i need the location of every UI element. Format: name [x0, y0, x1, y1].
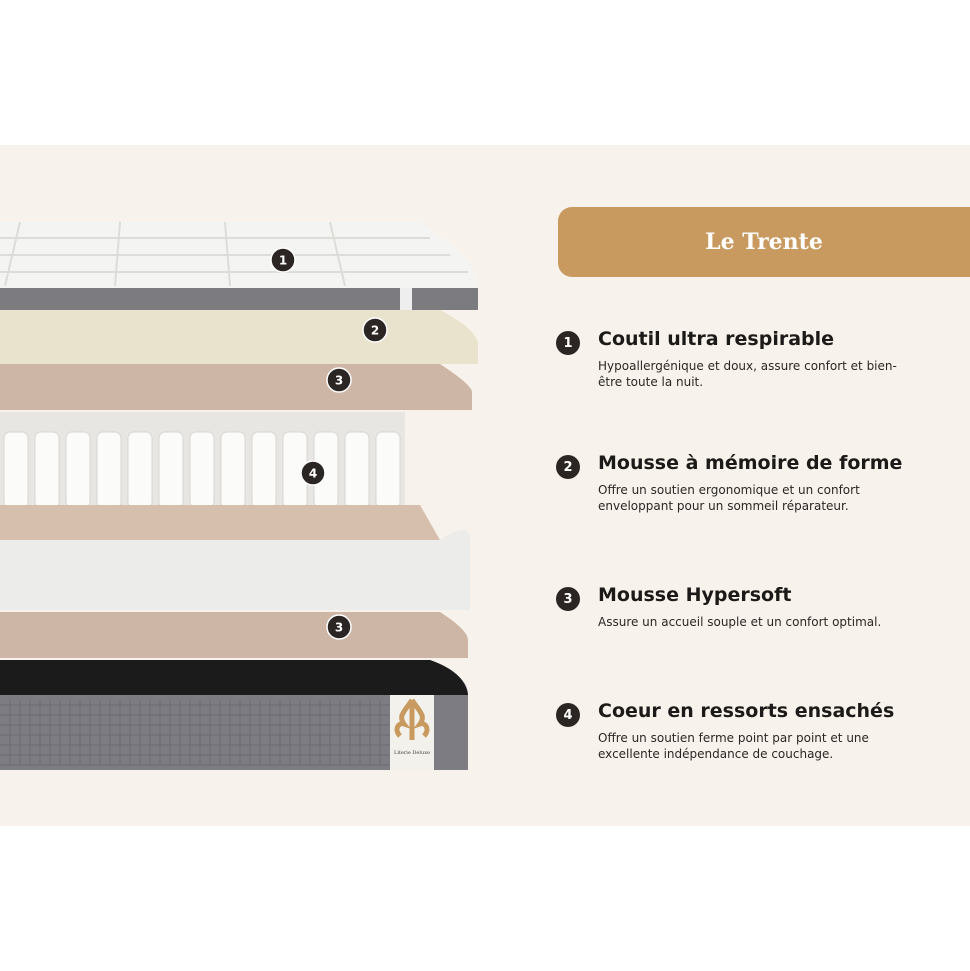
number-badge: 3	[556, 587, 580, 611]
feature-title: Coeur en ressorts ensachés	[598, 700, 895, 722]
spring-coil	[65, 431, 91, 509]
mattress-base: Literie Deluxe	[0, 660, 468, 770]
svg-text:1: 1	[279, 254, 287, 268]
layer-hypersoft-bottom	[0, 612, 468, 658]
layer-hypersoft	[0, 364, 472, 410]
number-badge: 1	[556, 331, 580, 355]
diagram-marker: 2	[362, 317, 388, 343]
svg-text:3: 3	[335, 621, 343, 635]
feature-title: Mousse Hypersoft	[598, 584, 792, 606]
spring-coil	[34, 431, 60, 509]
feature-title: Coutil ultra respirable	[598, 328, 835, 350]
spring-coil	[375, 431, 401, 509]
number-badge: 2	[556, 455, 580, 479]
spring-frame	[0, 530, 470, 610]
diagram-marker: 1	[270, 247, 296, 273]
feature-description: Offre un soutien ferme point par point e…	[598, 731, 869, 761]
diagram-marker: 3	[326, 367, 352, 393]
layer-coutil	[0, 221, 478, 310]
spring-coil	[96, 431, 122, 509]
spring-coil	[251, 431, 277, 509]
product-title: Le Trente	[705, 229, 823, 255]
feature-description: Offre un soutien ergonomique et un confo…	[598, 483, 860, 513]
svg-text:4: 4	[309, 467, 317, 481]
spring-coil	[127, 431, 153, 509]
diagram-marker: 4	[300, 460, 326, 486]
spring-coil	[3, 431, 29, 509]
mattress-exploded-diagram: Literie Deluxe 1 2 3 4 3	[0, 221, 478, 770]
diagram-marker: 3	[326, 614, 352, 640]
spring-base	[0, 505, 440, 540]
feature-description: Hypoallergénique et doux, assure confort…	[598, 359, 897, 389]
svg-text:2: 2	[371, 324, 379, 338]
spring-coil	[344, 431, 370, 509]
feature-title: Mousse à mémoire de forme	[598, 452, 903, 474]
svg-text:Literie Deluxe: Literie Deluxe	[394, 750, 430, 756]
product-title-banner: Le Trente	[558, 207, 970, 277]
fleur-de-lis-logo-icon	[394, 698, 430, 740]
spring-coil	[220, 431, 246, 509]
spring-coil	[189, 431, 215, 509]
svg-text:3: 3	[335, 374, 343, 388]
number-badge: 4	[556, 703, 580, 727]
feature-description: Assure un accueil souple et un confort o…	[598, 615, 882, 629]
spring-coil	[158, 431, 184, 509]
layer-memory-foam	[0, 310, 478, 364]
layer-pocket-springs	[0, 412, 405, 510]
